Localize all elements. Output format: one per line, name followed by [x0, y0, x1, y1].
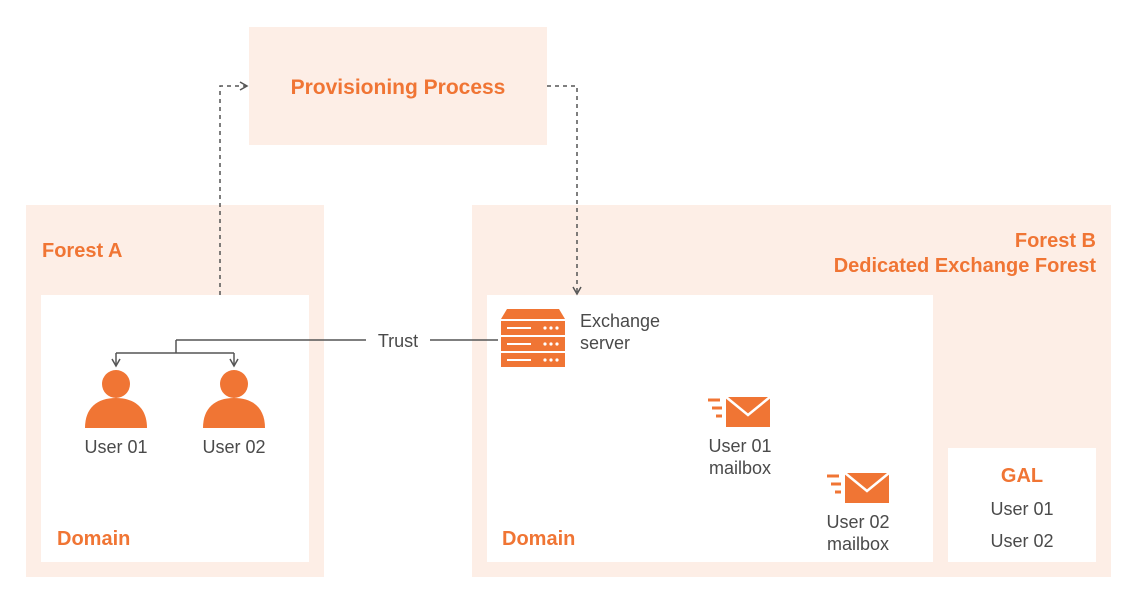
- forest-b-subtitle: Dedicated Exchange Forest: [833, 255, 1096, 277]
- forest-a-title: Forest A: [42, 240, 123, 262]
- user-02-icon: [203, 370, 265, 428]
- forest-b-title: Forest B: [1014, 230, 1096, 252]
- mailbox-01-label-line1: User 01: [708, 436, 772, 456]
- trust-label: Trust: [377, 331, 419, 351]
- provisioning-process-title: Provisioning Process: [290, 76, 506, 99]
- mailbox-02-label-line1: User 02: [826, 512, 890, 532]
- gal-title: GAL: [1000, 465, 1044, 487]
- gal-entry-user-02: User 02: [990, 531, 1054, 551]
- gal-box: [948, 448, 1096, 562]
- provisioning-process-box: [249, 27, 547, 145]
- forest-b-domain-label: Domain: [502, 528, 576, 550]
- mailbox-02-icon: [827, 472, 890, 503]
- forest-a-user-02-label: User 02: [202, 437, 266, 457]
- exchange-server-icon: [501, 309, 565, 367]
- exchange-server-label-line1: Exchange: [580, 311, 661, 331]
- user-01-icon: [85, 370, 147, 428]
- forest-a-user-01-label: User 01: [84, 437, 148, 457]
- mailbox-02-label-line2: mailbox: [826, 534, 890, 554]
- mailbox-01-icon: [708, 396, 771, 427]
- exchange-server-label-line2: server: [580, 333, 631, 353]
- forest-a-domain-label: Domain: [57, 528, 131, 550]
- mailbox-01-label-line2: mailbox: [708, 458, 772, 478]
- forest-a-domain-box: [41, 295, 309, 562]
- gal-entry-user-01: User 01: [990, 499, 1054, 519]
